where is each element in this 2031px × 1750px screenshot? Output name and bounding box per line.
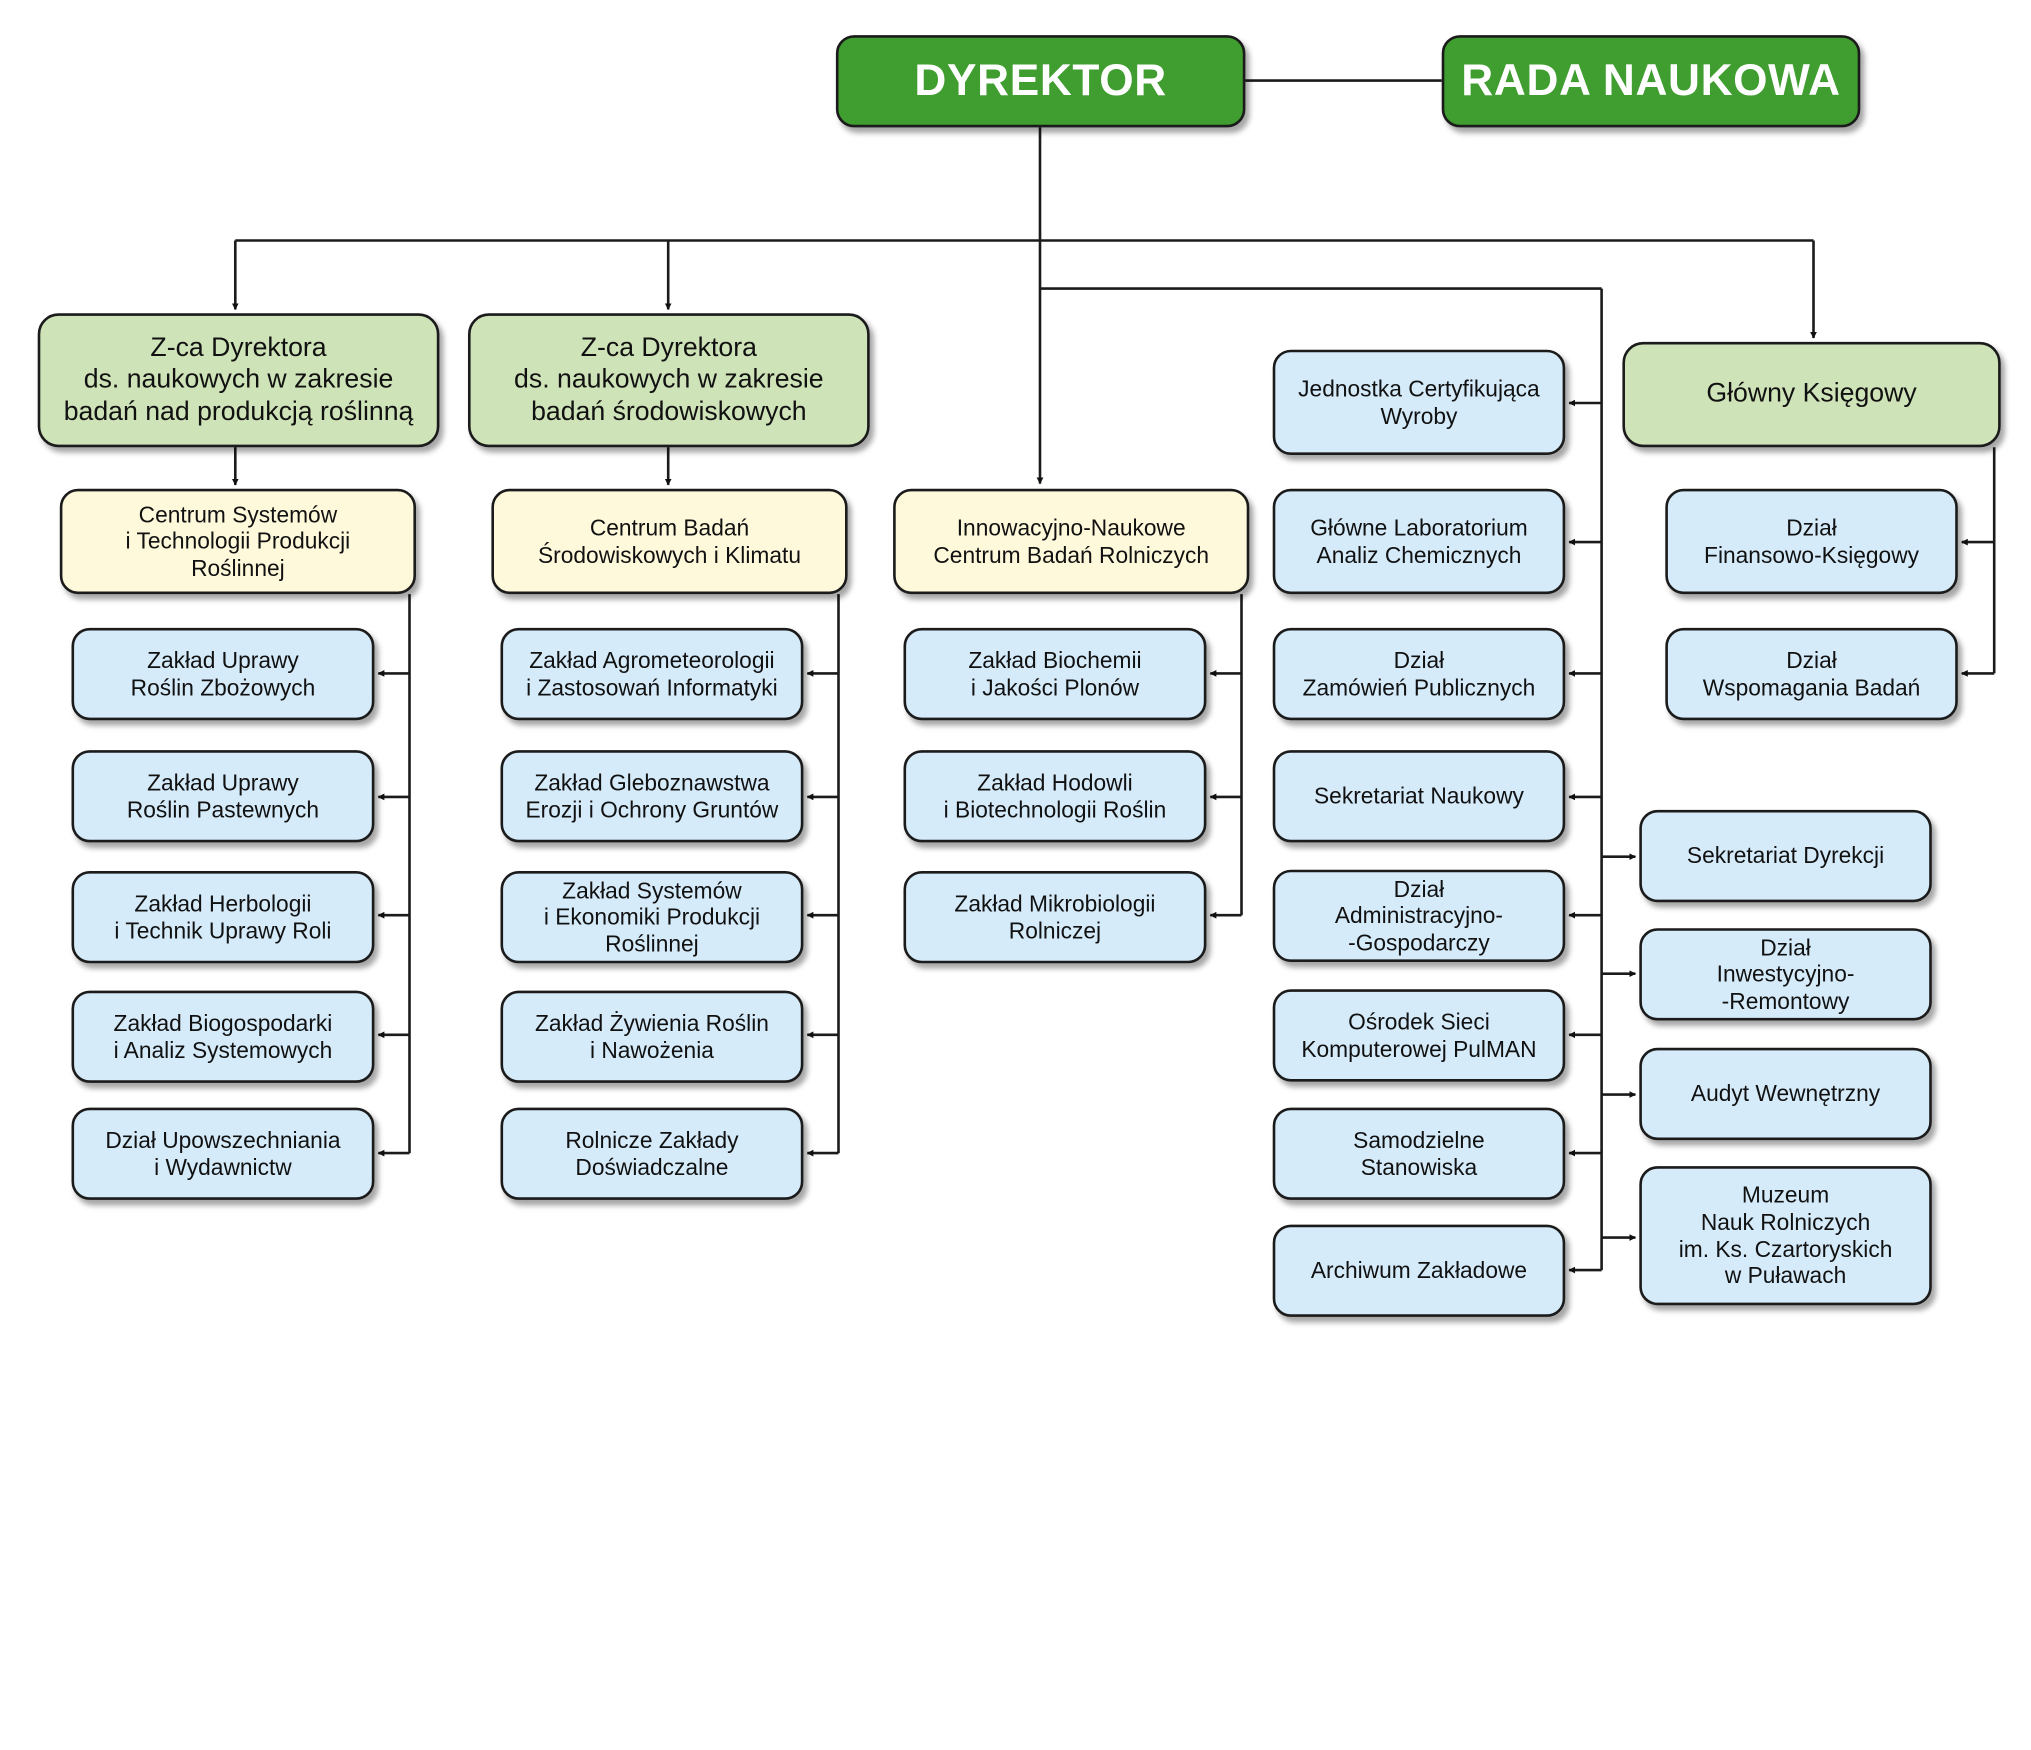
scientific-council-box: RADA NAUKOWA bbox=[1441, 35, 1861, 128]
center-environment-climate-box: Centrum Badań Środowiskowych i Klimatu bbox=[491, 488, 848, 595]
unit-accounting-1: Dział Finansowo-Księgowy bbox=[1665, 488, 1958, 595]
deputy-director-environmental-box: Z-ca Dyrektora ds. naukowych w zakresie … bbox=[467, 313, 870, 448]
unit-accounting-2: Dział Wspomagania Badań bbox=[1665, 627, 1958, 721]
unit-director-2: Główne Laboratorium Analiz Chemicznych bbox=[1272, 488, 1566, 595]
chief-accountant-box: Główny Księgowy bbox=[1622, 341, 2001, 448]
unit-director-7: Samodzielne Stanowiska bbox=[1272, 1107, 1566, 1200]
unit-director-right-3: Audyt Wewnętrzny bbox=[1639, 1047, 1932, 1141]
unit-director-6: Ośrodek Sieci Komputerowej PulMAN bbox=[1272, 989, 1566, 1082]
center-plant-production-box: Centrum Systemów i Technologii Produkcji… bbox=[59, 488, 417, 595]
unit-director-5: Dział Administracyjno- -Gospodarczy bbox=[1272, 869, 1566, 962]
unit-plant-1: Zakład Uprawy Roślin Zbożowych bbox=[71, 627, 375, 721]
unit-env-4: Zakład Żywienia Roślin i Nawożenia bbox=[500, 990, 804, 1083]
unit-director-right-2: Dział Inwestycyjno- -Remontowy bbox=[1639, 928, 1932, 1021]
unit-innov-2: Zakład Hodowli i Biotechnologii Roślin bbox=[903, 750, 1207, 843]
unit-director-4: Sekretariat Naukowy bbox=[1272, 750, 1566, 843]
unit-env-2: Zakład Gleboznawstwa Erozji i Ochrony Gr… bbox=[500, 750, 804, 843]
unit-plant-5: Dział Upowszechniania i Wydawnictw bbox=[71, 1107, 375, 1200]
unit-env-5: Rolnicze Zakłady Doświadczalne bbox=[500, 1107, 804, 1200]
unit-plant-4: Zakład Biogospodarki i Analiz Systemowyc… bbox=[71, 990, 375, 1083]
unit-director-3: Dział Zamówień Publicznych bbox=[1272, 627, 1566, 721]
center-innovation-box: Innowacyjno-Naukowe Centrum Badań Rolnic… bbox=[893, 488, 1250, 595]
unit-env-3: Zakład Systemów i Ekonomiki Produkcji Ro… bbox=[500, 870, 804, 964]
deputy-director-plant-production-box: Z-ca Dyrektora ds. naukowych w zakresie … bbox=[37, 313, 440, 448]
unit-plant-2: Zakład Uprawy Roślin Pastewnych bbox=[71, 750, 375, 843]
unit-env-1: Zakład Agrometeorologii i Zastosowań Inf… bbox=[500, 627, 804, 721]
unit-director-right-1: Sekretariat Dyrekcji bbox=[1639, 809, 1932, 903]
unit-director-right-4: Muzeum Nauk Rolniczych im. Ks. Czartorys… bbox=[1639, 1166, 1932, 1306]
unit-innov-1: Zakład Biochemii i Jakości Plonów bbox=[903, 627, 1207, 721]
unit-director-8: Archiwum Zakładowe bbox=[1272, 1224, 1566, 1317]
director-box: DYREKTOR bbox=[835, 35, 1246, 128]
unit-innov-3: Zakład Mikrobiologii Rolniczej bbox=[903, 870, 1207, 964]
unit-director-1: Jednostka Certyfikująca Wyroby bbox=[1272, 349, 1566, 455]
unit-plant-3: Zakład Herbologii i Technik Uprawy Roli bbox=[71, 870, 375, 964]
connector-lines bbox=[231, 79, 1996, 1274]
